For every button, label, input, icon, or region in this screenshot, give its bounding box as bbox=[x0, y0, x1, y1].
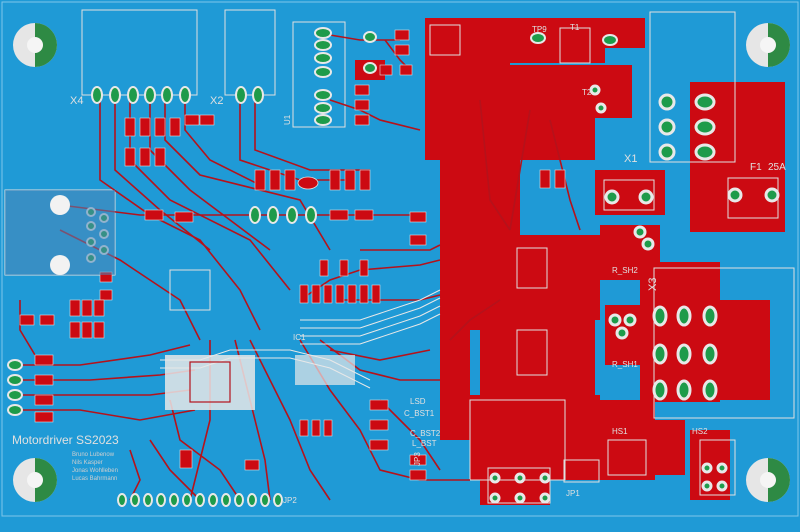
author-1: Bruno Lubenow bbox=[72, 452, 115, 458]
label-x2: X2 bbox=[210, 95, 223, 107]
board-outline bbox=[1, 1, 799, 517]
mcu-chip-ic1 bbox=[189, 361, 231, 403]
label-jp1: JP1 bbox=[566, 489, 580, 498]
label-r-sh1: R_SH1 bbox=[612, 360, 638, 369]
label-jp2: JP2 bbox=[283, 496, 297, 505]
label-x3: X3 bbox=[647, 278, 659, 291]
label-f1: F1 bbox=[750, 162, 762, 173]
label-hs1: HS1 bbox=[612, 427, 628, 436]
label-x1: X1 bbox=[624, 153, 637, 165]
mounting-hole-icon bbox=[746, 458, 790, 502]
mounting-hole-icon bbox=[13, 23, 57, 67]
label-l-bst: L_BST bbox=[412, 439, 437, 448]
mcu-area-2 bbox=[295, 355, 355, 385]
label-c-bst2: C_BST2 bbox=[410, 429, 441, 438]
label-tp9: TP9 bbox=[532, 25, 547, 34]
label-u1: U1 bbox=[283, 114, 292, 125]
mounting-hole-icon bbox=[13, 458, 57, 502]
crystal-oscillator bbox=[297, 176, 319, 190]
label-jp3: JP3 bbox=[413, 452, 422, 466]
author-3: Jonas Wohlleben bbox=[72, 468, 118, 474]
label-c-bst1: C_BST1 bbox=[404, 409, 435, 418]
label-hs2: HS2 bbox=[692, 427, 708, 436]
label-r-sh2: R_SH2 bbox=[612, 266, 638, 275]
author-4: Lucas Bahrmann bbox=[72, 476, 117, 482]
label-lsd: LSD bbox=[410, 397, 426, 406]
mounting-hole-icon bbox=[746, 23, 790, 67]
label-t1: T1 bbox=[570, 23, 580, 32]
mcu-area bbox=[165, 355, 255, 410]
author-2: Nils Kasper bbox=[72, 460, 103, 466]
label-t2: T2 bbox=[582, 88, 592, 97]
driver-chip-u1 bbox=[169, 269, 211, 311]
label-ic1: IC1 bbox=[293, 333, 306, 342]
label-f1-rating: 25A bbox=[768, 162, 786, 173]
board-title: Motordriver SS2023 bbox=[12, 433, 119, 447]
usb-connector bbox=[5, 190, 115, 275]
smd-components bbox=[19, 29, 566, 481]
label-x4: X4 bbox=[70, 95, 83, 107]
